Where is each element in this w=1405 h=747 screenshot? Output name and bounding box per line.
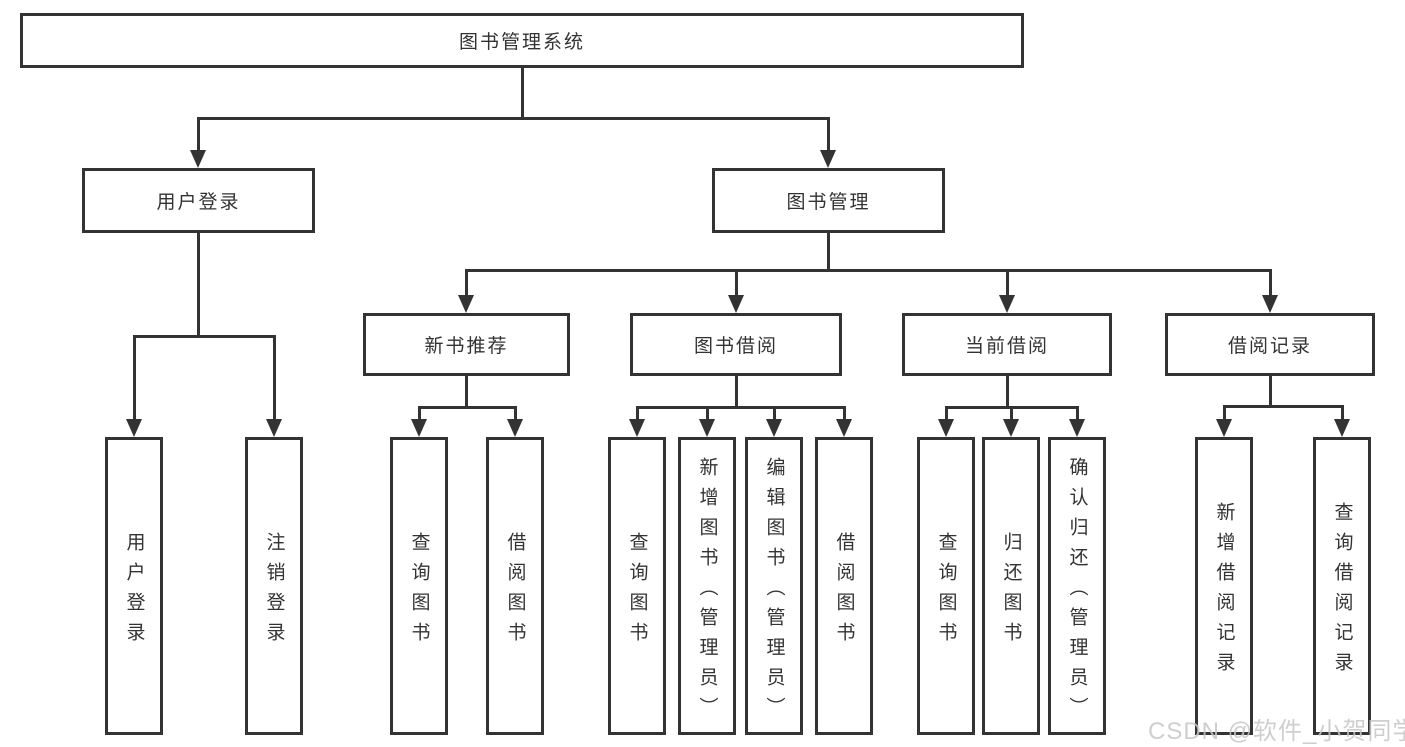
leaf-borrow-book-label: 借阅图书	[833, 531, 855, 652]
arrowhead-down-icon	[836, 419, 852, 437]
arrowhead-down-icon	[728, 295, 744, 313]
arrowhead-down-icon	[458, 295, 474, 313]
connector-vline	[944, 407, 948, 421]
arrowhead-down-icon	[1334, 419, 1350, 437]
leaf-add-borrow-record-label: 新增借阅记录	[1213, 501, 1235, 682]
connector-hline	[1222, 404, 1344, 408]
connector-hline	[196, 116, 830, 120]
connector-vline	[705, 407, 709, 421]
node-root-label: 图书管理系统	[458, 32, 585, 53]
node-new-book-recommend-label: 新书推荐	[424, 336, 509, 357]
connector-vline	[635, 407, 639, 421]
leaf-user-login: 用户登录	[105, 437, 163, 735]
connector-vline	[513, 407, 517, 421]
connector-vline	[734, 376, 738, 409]
leaf-query-book-borrow-label: 查询图书	[626, 531, 648, 652]
leaf-add-book-admin: 新增图书（管理员）	[678, 437, 736, 735]
node-book-borrow: 图书借阅	[630, 313, 842, 376]
connector-vline	[1268, 270, 1272, 297]
arrowhead-down-icon	[1069, 419, 1085, 437]
csdn-watermark: CSDN @软件_小贺同学	[1148, 718, 1405, 745]
leaf-query-borrow-record-label: 查询借阅记录	[1331, 501, 1353, 682]
node-current-borrow-label: 当前借阅	[964, 336, 1049, 357]
arrowhead-down-icon	[411, 419, 427, 437]
node-book-borrow-label: 图书借阅	[693, 336, 778, 357]
leaf-confirm-return-admin-label: 确认归还（管理员）	[1066, 456, 1088, 727]
connector-vline	[464, 270, 468, 297]
leaf-query-book-borrow: 查询图书	[608, 437, 666, 735]
leaf-query-book-current-label: 查询图书	[935, 531, 957, 652]
connector-vline	[826, 118, 830, 152]
leaf-borrow-book: 借阅图书	[815, 437, 873, 735]
leaf-query-book-recommend: 查询图书	[390, 437, 448, 735]
connector-vline	[1005, 270, 1009, 297]
leaf-edit-book-admin-label: 编辑图书（管理员）	[763, 456, 785, 727]
node-book-management: 图书管理	[712, 168, 945, 233]
leaf-edit-book-admin: 编辑图书（管理员）	[745, 437, 803, 735]
arrowhead-down-icon	[1216, 419, 1232, 437]
arrowhead-down-icon	[938, 419, 954, 437]
node-user-login: 用户登录	[82, 168, 315, 233]
arrowhead-down-icon	[1262, 295, 1278, 313]
connector-hline	[635, 405, 846, 409]
arrowhead-down-icon	[820, 150, 836, 168]
connector-vline	[272, 336, 276, 421]
leaf-return-book: 归还图书	[982, 437, 1040, 735]
leaf-logout-label: 注销登录	[263, 531, 285, 652]
node-book-management-label: 图书管理	[786, 192, 871, 213]
connector-vline	[826, 233, 830, 272]
connector-vline	[196, 118, 200, 152]
arrowhead-down-icon	[190, 150, 206, 168]
node-current-borrow: 当前借阅	[902, 313, 1112, 376]
leaf-confirm-return-admin: 确认归还（管理员）	[1048, 437, 1106, 735]
connector-hline	[132, 334, 276, 338]
arrowhead-down-icon	[1003, 419, 1019, 437]
arrowhead-down-icon	[126, 419, 142, 437]
connector-vline	[196, 233, 200, 338]
leaf-add-book-admin-label: 新增图书（管理员）	[696, 456, 718, 727]
connector-vline	[417, 407, 421, 421]
connector-vline	[1075, 407, 1079, 421]
node-root: 图书管理系统	[20, 13, 1024, 68]
leaf-query-borrow-record: 查询借阅记录	[1313, 437, 1371, 735]
arrowhead-down-icon	[999, 295, 1015, 313]
connector-hline	[464, 268, 1272, 272]
leaf-borrow-book-recommend-label: 借阅图书	[504, 531, 526, 652]
node-new-book-recommend: 新书推荐	[363, 313, 570, 376]
connector-vline	[1222, 406, 1226, 421]
arrowhead-down-icon	[699, 419, 715, 437]
leaf-add-borrow-record: 新增借阅记录	[1195, 437, 1253, 735]
arrowhead-down-icon	[507, 419, 523, 437]
leaf-logout: 注销登录	[245, 437, 303, 735]
leaf-borrow-book-recommend: 借阅图书	[486, 437, 544, 735]
arrowhead-down-icon	[266, 419, 282, 437]
node-user-login-label: 用户登录	[156, 192, 241, 213]
connector-vline	[1268, 376, 1272, 408]
node-borrow-record-label: 借阅记录	[1227, 336, 1312, 357]
connector-vline	[1340, 406, 1344, 421]
connector-vline	[734, 270, 738, 297]
connector-vline	[772, 407, 776, 421]
connector-vline	[132, 336, 136, 421]
node-borrow-record: 借阅记录	[1165, 313, 1375, 376]
leaf-return-book-label: 归还图书	[1000, 531, 1022, 652]
arrowhead-down-icon	[629, 419, 645, 437]
arrowhead-down-icon	[766, 419, 782, 437]
connector-vline	[1009, 407, 1013, 421]
leaf-query-book-recommend-label: 查询图书	[408, 531, 430, 652]
leaf-query-book-current: 查询图书	[917, 437, 975, 735]
connector-vline	[520, 68, 524, 120]
connector-vline	[1005, 376, 1009, 409]
leaf-user-login-label: 用户登录	[123, 531, 145, 652]
connector-vline	[464, 376, 468, 409]
connector-vline	[842, 407, 846, 421]
